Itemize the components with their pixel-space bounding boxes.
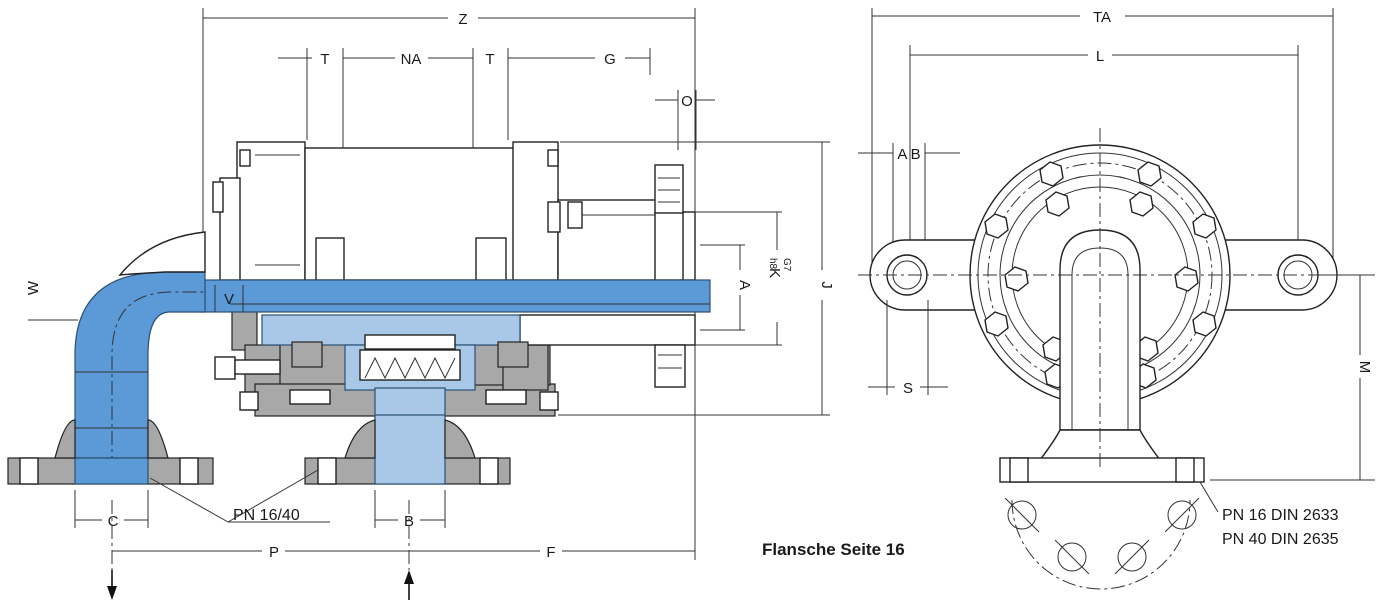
flange-standard-1: PN 16 DIN 2633: [1222, 507, 1339, 524]
dimension-c-b: C B: [74, 490, 446, 530]
inlet-flange: [304, 414, 511, 485]
dim-label-l: L: [1096, 48, 1104, 65]
dimension-ta: TA: [871, 8, 1334, 265]
dim-label-p: P: [269, 544, 279, 561]
housing: [212, 141, 696, 281]
dimension-w: W: [25, 280, 78, 321]
dim-label-k: K: [766, 268, 783, 278]
dimension-t-na-t-g: T NA T G: [278, 48, 651, 240]
dim-label-na: NA: [401, 51, 422, 68]
elbow-pipe: [74, 271, 206, 471]
mounting-lugs: [869, 239, 1338, 311]
dim-label-z: Z: [458, 11, 467, 28]
dim-label-g: G: [604, 51, 616, 68]
dim-label-j: J: [818, 281, 835, 289]
hex-bolt-icon: [984, 161, 1217, 389]
flange-standard-callout: PN 16 DIN 2633 PN 40 DIN 2635: [1199, 481, 1339, 548]
bolt-hole-pattern: [1004, 497, 1200, 590]
dimension-p-f: P F: [111, 500, 695, 570]
dim-label-t-left: T: [320, 51, 329, 68]
dim-label-s: S: [903, 380, 913, 397]
dim-label-t-right: T: [485, 51, 494, 68]
dimension-s: S: [868, 300, 948, 397]
flow-out-arrow-icon: [107, 570, 117, 600]
dimension-ab: A B: [858, 143, 960, 260]
dim-label-f: F: [546, 544, 555, 561]
rotor-shaft: [199, 279, 711, 313]
dim-label-v: V: [224, 291, 234, 308]
dimension-o: O: [655, 90, 715, 150]
dim-label-k-sup: G7: [781, 258, 792, 272]
dim-label-w: W: [25, 280, 42, 295]
dim-label-ab: A B: [897, 146, 920, 163]
spring-chamber: [261, 314, 529, 429]
dim-label-k-sub: h8: [767, 258, 778, 270]
dim-label-b: B: [404, 513, 414, 530]
right-end-view: TA L A B: [858, 8, 1375, 590]
left-section-view: Z T NA T G O: [7, 8, 835, 600]
flow-in-arrow-icon: [404, 570, 414, 600]
outlet-flange: [7, 419, 214, 485]
dimension-v: V: [214, 285, 244, 312]
flange-page-caption: Flansche Seite 16: [762, 540, 905, 559]
dimension-a-k-j: A K G7 h8 J: [560, 141, 835, 416]
dim-label-c: C: [108, 513, 119, 530]
dimension-m: M: [1210, 274, 1375, 481]
pressure-callout: PN 16/40: [149, 469, 330, 524]
dim-label-o: O: [681, 93, 693, 110]
pressure-label: PN 16/40: [233, 507, 300, 524]
dimension-l: L: [909, 45, 1299, 270]
flange-standard-2: PN 40 DIN 2635: [1222, 531, 1339, 548]
dim-label-ta: TA: [1093, 9, 1111, 26]
dim-label-m: M: [1356, 361, 1373, 374]
dim-label-a: A: [736, 280, 753, 290]
